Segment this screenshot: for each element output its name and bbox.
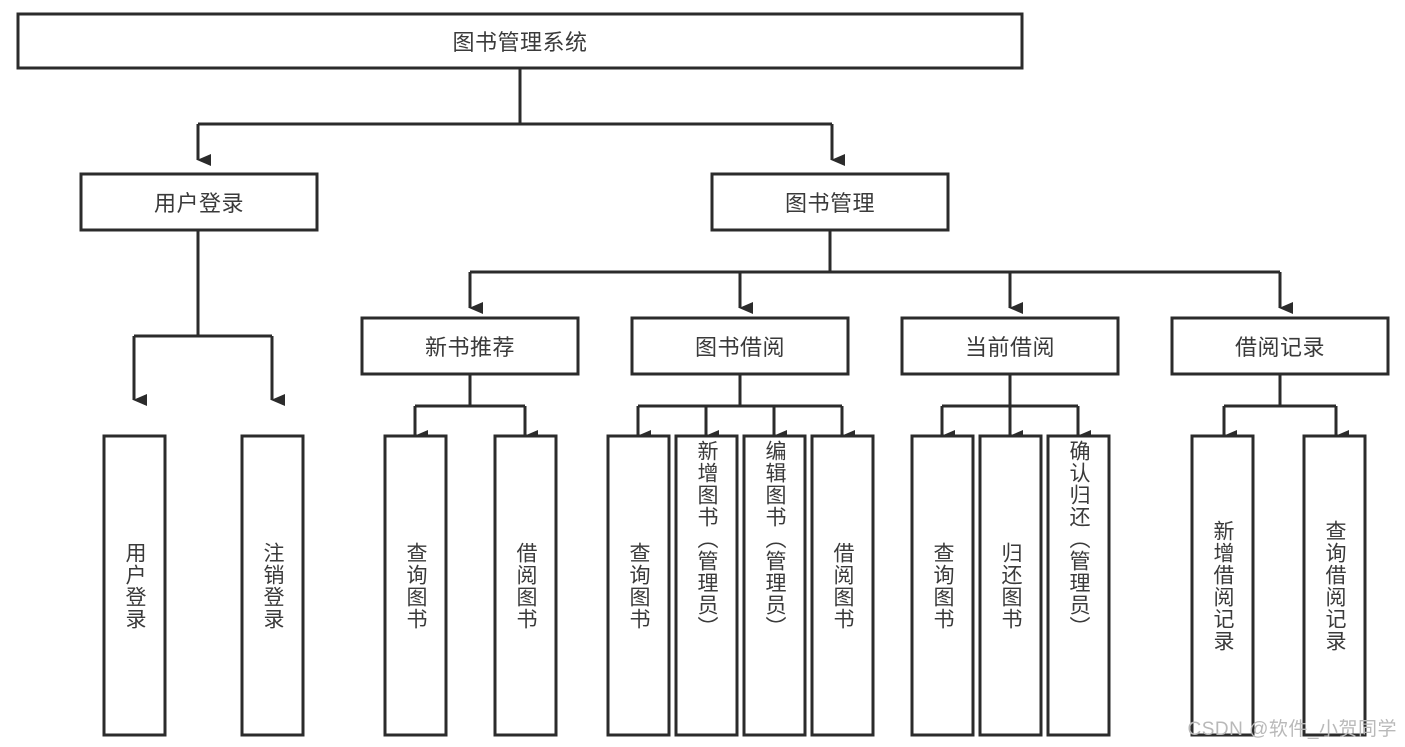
connector-borrow-record-bus: [1224, 374, 1336, 408]
connector-book-borrow-bus: [638, 374, 842, 408]
node-leaf-add-book[interactable]: [674, 434, 739, 737]
connector-user-login-bus: [134, 230, 272, 338]
node-leaf-query-book-1[interactable]: [383, 434, 448, 737]
node-leaf-query-book-3[interactable]: [910, 434, 975, 737]
node-leaf-query-book-2[interactable]: [606, 434, 671, 737]
node-leaf-borrow-book-2[interactable]: [810, 434, 875, 737]
node-borrow-record[interactable]: [1170, 316, 1390, 376]
node-book-management[interactable]: [710, 172, 950, 232]
node-leaf-return-book[interactable]: [978, 434, 1043, 737]
node-leaf-add-record[interactable]: [1190, 434, 1255, 737]
connector-book-management-bus: [470, 230, 1280, 274]
node-leaf-user-login[interactable]: [102, 434, 167, 737]
node-leaf-query-record[interactable]: [1302, 434, 1367, 737]
node-book-borrow[interactable]: [630, 316, 850, 376]
node-leaf-confirm-return[interactable]: [1046, 434, 1111, 737]
node-user-login[interactable]: [79, 172, 319, 232]
node-leaf-edit-book[interactable]: [742, 434, 807, 737]
node-new-book-recommend[interactable]: [360, 316, 580, 376]
node-root[interactable]: [16, 12, 1024, 70]
connector-new-book-recommend-bus: [415, 374, 525, 408]
node-current-borrow[interactable]: [900, 316, 1120, 376]
connector-root-to-level1: [198, 68, 832, 126]
connector-current-borrow-bus: [942, 374, 1078, 408]
node-leaf-borrow-book-1[interactable]: [493, 434, 558, 737]
node-leaf-logout-login[interactable]: [240, 434, 305, 737]
